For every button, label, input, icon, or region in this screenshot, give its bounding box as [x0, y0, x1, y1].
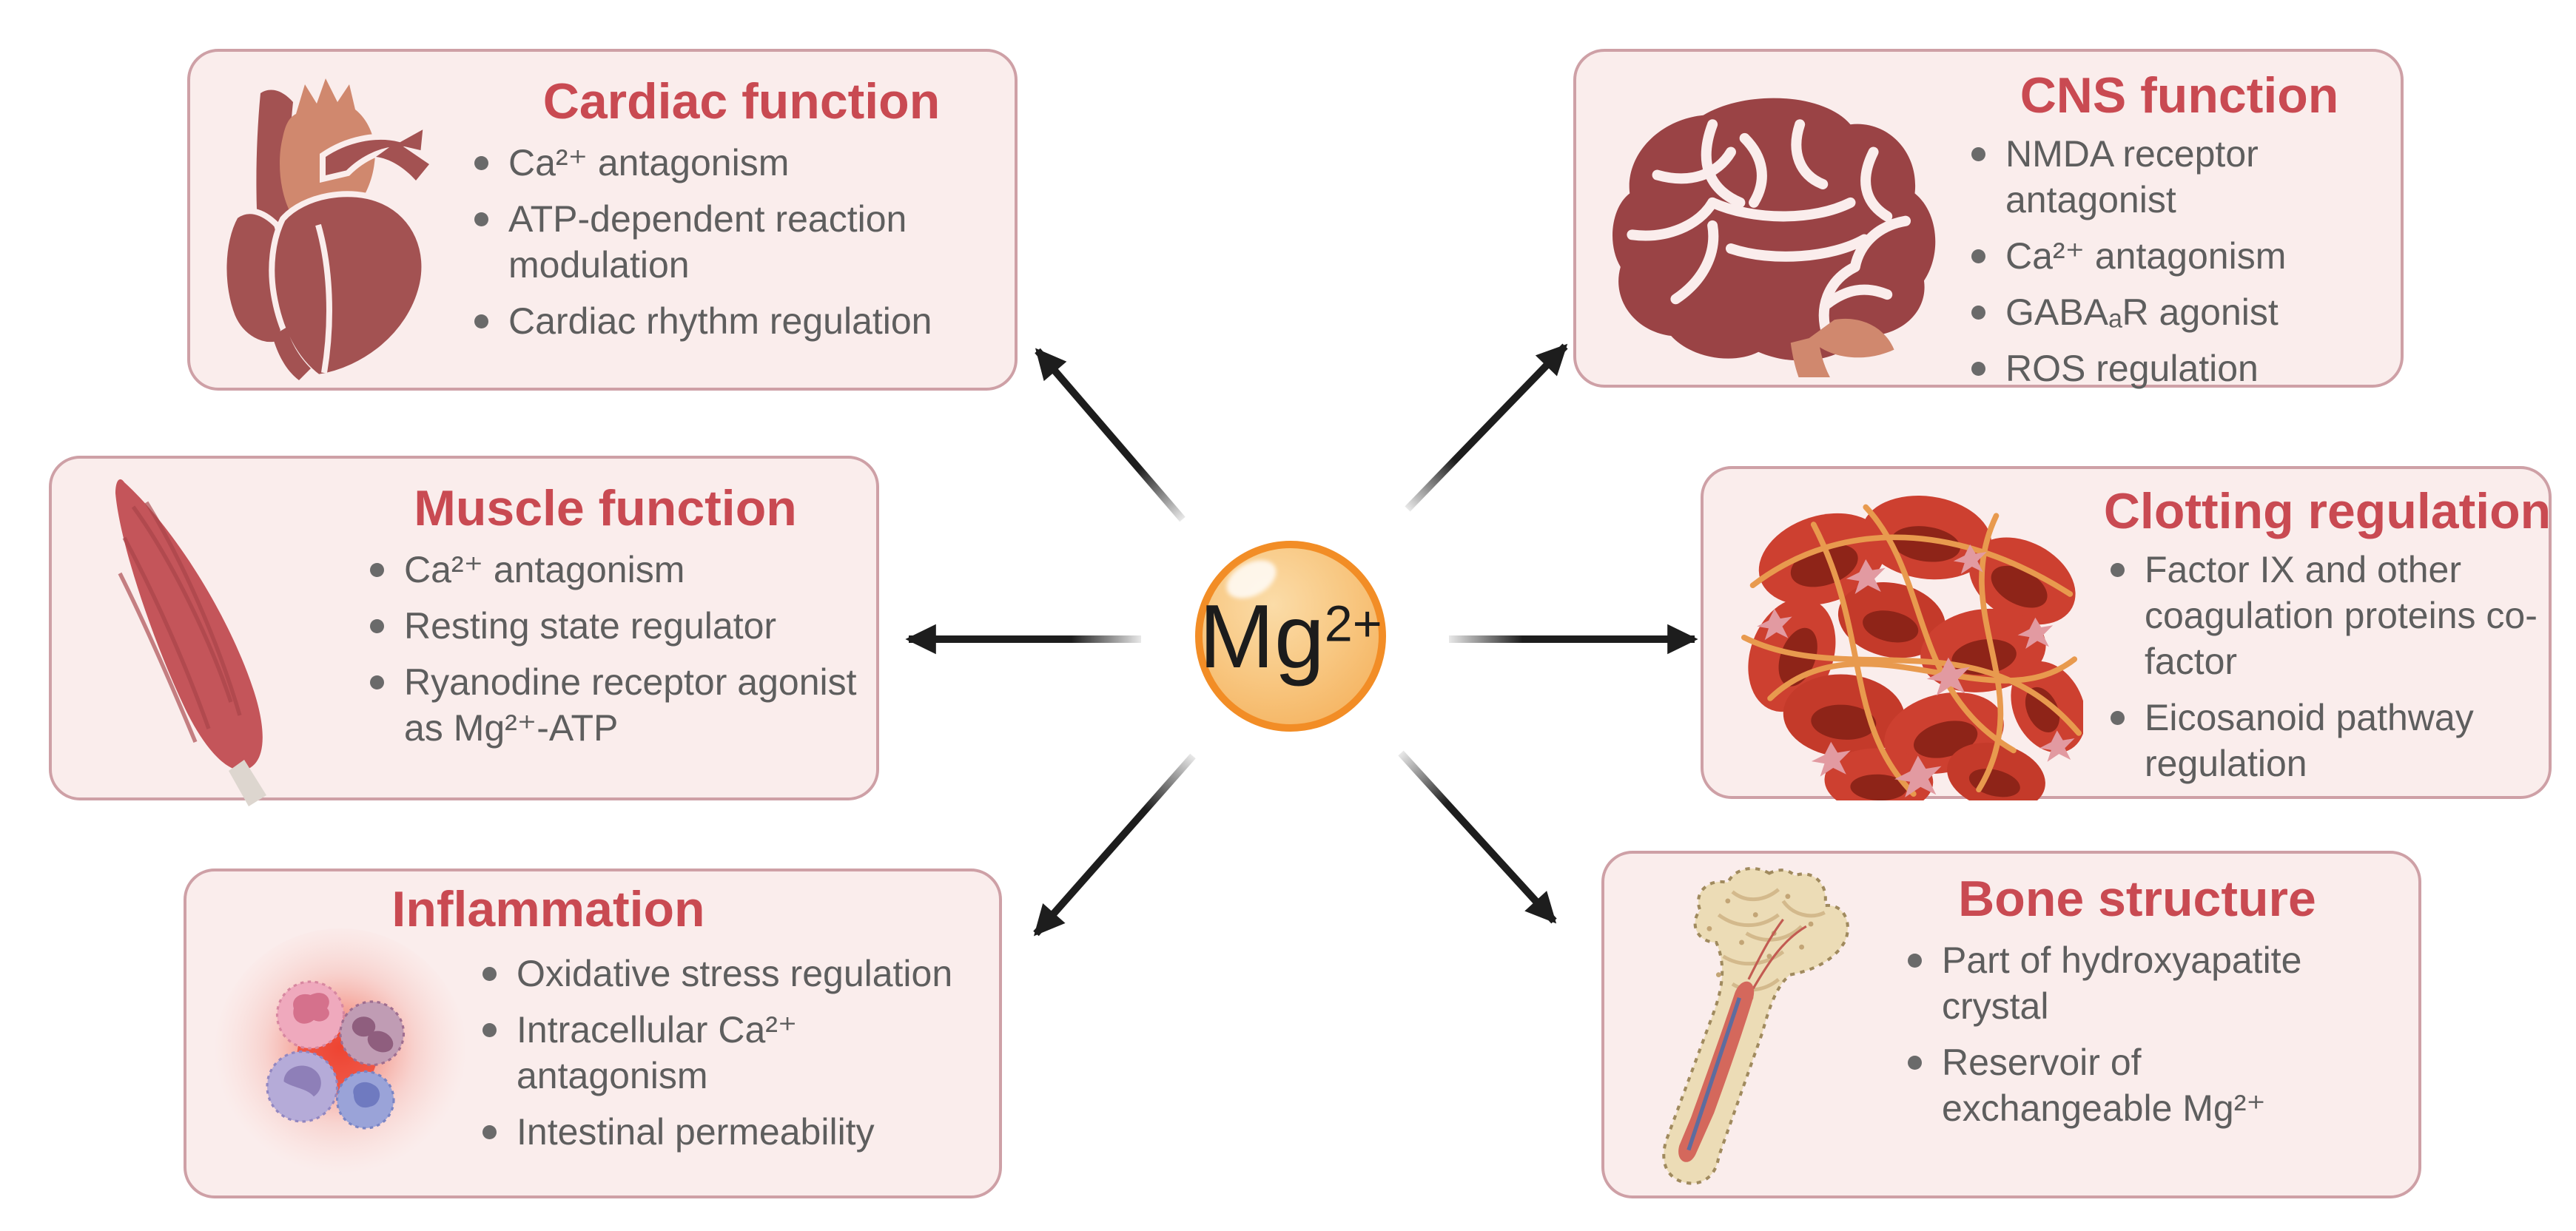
panel-muscle-function: Muscle function Ca²⁺ antagonism Resting …	[49, 456, 879, 806]
list-item: Part of hydroxyapatite crystal	[1899, 937, 2313, 1029]
panel-title: CNS function	[2020, 67, 2339, 124]
panel-title: Muscle function	[414, 480, 797, 536]
immune-cells-icon	[207, 906, 474, 1217]
panel-title: Clotting regulation	[2103, 483, 2552, 539]
cardiac-function-list: Ca²⁺ antagonism ATP-dependent reaction m…	[465, 140, 1043, 354]
list-item: Intestinal permeability	[474, 1109, 978, 1155]
list-item: Resting state regulator	[361, 603, 879, 649]
list-item: NMDA receptor antagonist	[1963, 131, 2407, 223]
list-item: Ca²⁺ antagonism	[1963, 233, 2407, 279]
inflammation-list: Oxidative stress regulation Intracellula…	[474, 951, 978, 1165]
mg-charge: 2+	[1324, 596, 1382, 652]
list-item: ATP-dependent reaction modulation	[465, 196, 1043, 288]
blood-clot-icon	[1724, 479, 2094, 800]
mg-ion-label: Mg2+	[1199, 584, 1382, 688]
panel-title: Bone structure	[1958, 871, 2316, 927]
list-item: GABAₐR agonist	[1963, 289, 2407, 335]
bone-icon	[1625, 864, 1877, 1185]
panel-title: Cardiac function	[542, 73, 941, 129]
panel-bone-structure: Bone structure Part of hydroxyapatite cr…	[1601, 851, 2421, 1198]
bone-structure-list: Part of hydroxyapatite crystal Reservoir…	[1899, 937, 2313, 1141]
heart-icon	[211, 62, 440, 381]
list-item: Eicosanoid pathway regulation	[2102, 695, 2560, 786]
brain-icon	[1597, 62, 1952, 377]
arrow-to-cns	[1405, 343, 1568, 512]
panel-clotting-regulation: Clotting regulation Factor IX and other …	[1701, 466, 2552, 800]
list-item: ROS regulation	[1963, 345, 2407, 391]
list-item: Ca²⁺ antagonism	[361, 547, 879, 593]
panel-cardiac-function: Cardiac function Ca²⁺ antagonism ATP-dep…	[187, 49, 1018, 391]
clotting-regulation-list: Factor IX and other coagulation proteins…	[2102, 547, 2560, 797]
panel-inflammation: Inflammation	[184, 869, 1002, 1198]
list-item: Ryanodine receptor agonist as Mg²⁺-ATP	[361, 659, 879, 751]
muscle-icon	[73, 469, 332, 806]
arrow-to-inflammation	[1033, 753, 1196, 937]
panel-title: Inflammation	[391, 881, 705, 937]
list-item: Intracellular Ca²⁺ antagonism	[474, 1007, 978, 1099]
list-item: Cardiac rhythm regulation	[465, 298, 1043, 344]
arrow-to-cardiac	[1035, 348, 1186, 522]
list-item: Ca²⁺ antagonism	[465, 140, 1043, 186]
arrow-to-bone	[1398, 750, 1557, 924]
list-item: Factor IX and other coagulation proteins…	[2102, 547, 2560, 684]
mg-ion-node: Mg2+	[1195, 541, 1386, 732]
mg-symbol: Mg	[1199, 586, 1325, 687]
panel-cns-function: CNS function NMDA receptor antagonist Ca…	[1573, 49, 2404, 389]
muscle-function-list: Ca²⁺ antagonism Resting state regulator …	[361, 547, 879, 761]
list-item: Reservoir of exchangeable Mg²⁺	[1899, 1039, 2313, 1131]
list-item: Oxidative stress regulation	[474, 951, 978, 996]
cns-function-list: NMDA receptor antagonist Ca²⁺ antagonism…	[1963, 131, 2407, 402]
